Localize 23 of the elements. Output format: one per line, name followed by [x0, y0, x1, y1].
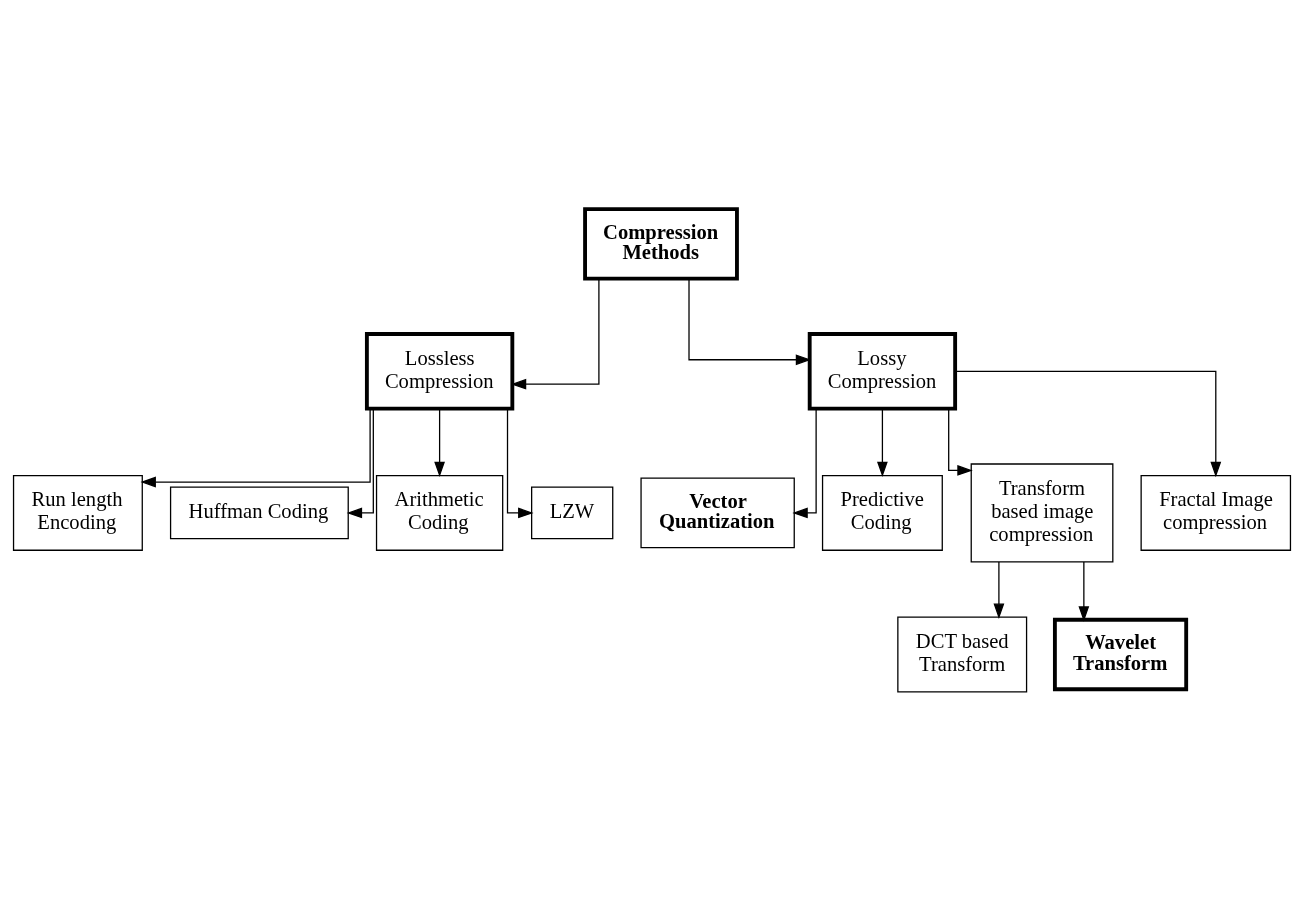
arrow	[948, 408, 973, 476]
node-box: LZW	[531, 486, 614, 540]
arrow	[506, 408, 534, 519]
node-box: Vector Quantization	[640, 477, 795, 549]
node-box: DCT based Transform	[897, 616, 1028, 693]
node-box: Lossless Compression	[364, 332, 515, 411]
node-box: Compression Methods	[583, 207, 739, 281]
node-box: Lossy Compression	[807, 332, 958, 411]
node-box: Transform based image compression	[970, 463, 1114, 563]
arrow	[792, 408, 817, 519]
arrow	[1078, 561, 1090, 622]
arrow	[993, 561, 1005, 620]
arrow	[954, 370, 1222, 478]
node-box: Predictive Coding	[821, 474, 943, 551]
arrow	[346, 408, 374, 519]
arrow	[877, 408, 888, 478]
node-box: Fractal Image compression	[1140, 474, 1292, 551]
arrow	[434, 408, 446, 478]
node-box: Run length Encoding	[12, 474, 143, 551]
node-box: Arithmetic Coding	[375, 474, 504, 551]
node-box: Wavelet Transform	[1052, 617, 1189, 692]
arrow	[140, 408, 371, 488]
node-box: Huffman Coding	[169, 486, 349, 540]
